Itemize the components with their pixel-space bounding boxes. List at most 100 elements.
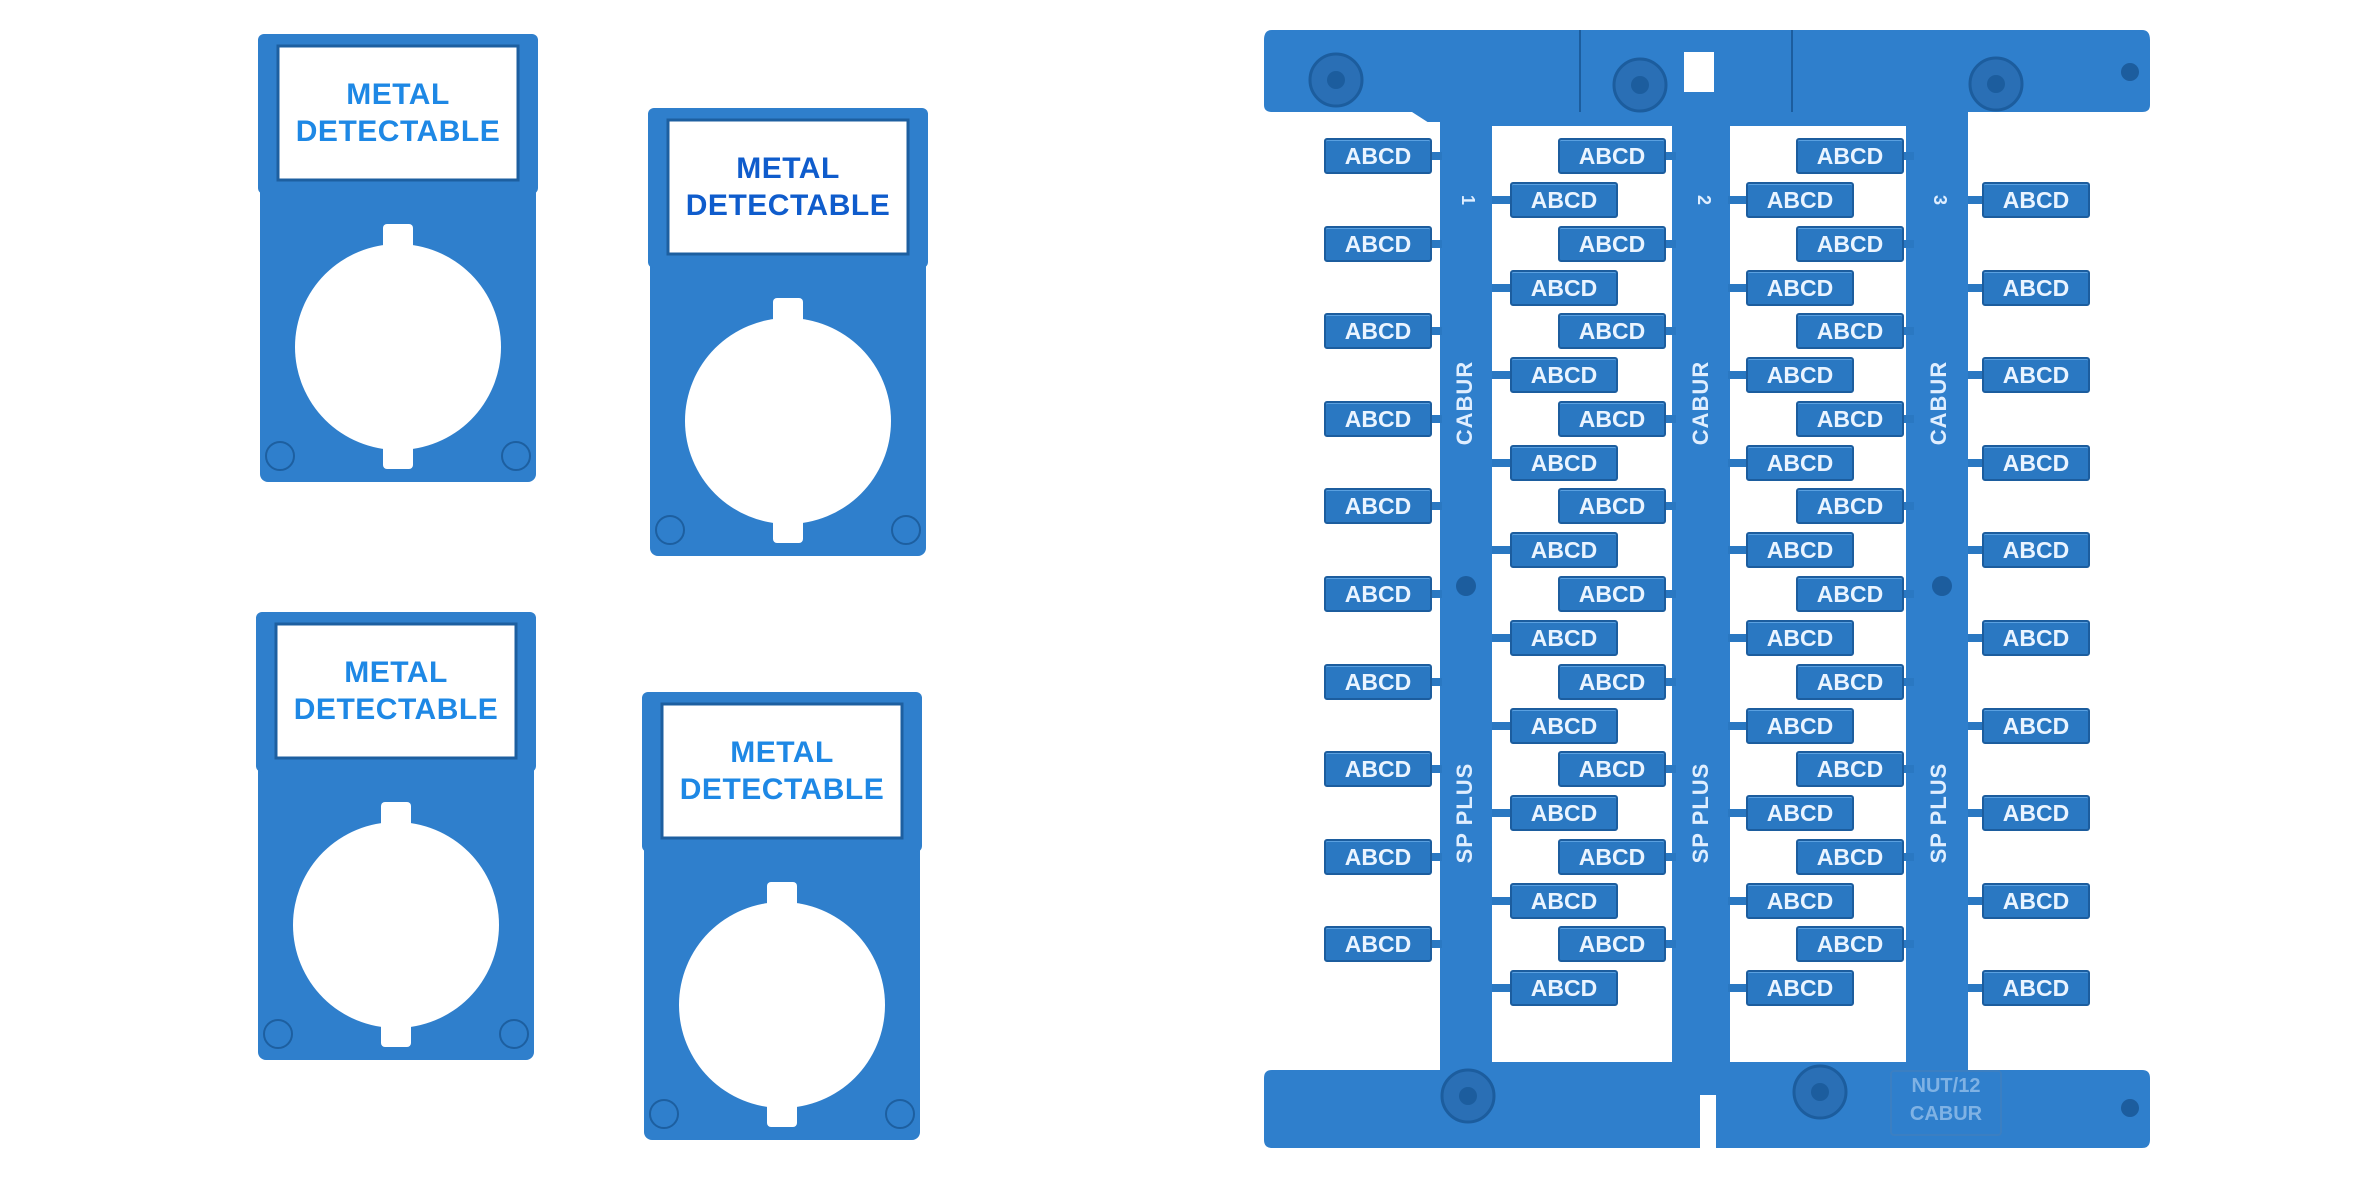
- marker-tag: ABCD: [1324, 751, 1432, 788]
- marker-tag: ABCD: [1796, 576, 1904, 612]
- marker-tag-stub: [1904, 327, 1914, 336]
- marker-tag: ABCD: [1324, 313, 1432, 350]
- legend-plate-1-line1: METAL: [346, 78, 450, 111]
- marker-tag-stub: [1968, 809, 1982, 818]
- column-number-3: 3: [1930, 194, 1950, 205]
- marker-tag: ABCD: [1796, 751, 1904, 788]
- marker-tag-stub: [1968, 283, 1982, 292]
- marker-tag-stub: [1904, 765, 1914, 774]
- marker-tag: ABCD: [1324, 926, 1432, 963]
- marker-tag-stub: [1728, 809, 1746, 818]
- marker-tag: ABCD: [1746, 182, 1854, 218]
- rib-3-series: SP PLUS: [1926, 762, 1951, 864]
- marker-tag-stub: [1432, 152, 1442, 160]
- marker-tag-stub: [1904, 590, 1914, 598]
- marker-tag-stub: [1492, 546, 1510, 555]
- marker-tag: ABCD: [1324, 576, 1432, 612]
- marker-tag: ABCD: [1558, 488, 1666, 525]
- marker-tag: ABCD: [1796, 138, 1904, 174]
- marker-tag: ABCD: [1796, 313, 1904, 350]
- marker-tag-stub: [1666, 414, 1676, 423]
- marker-tag-stub: [1432, 852, 1442, 861]
- marker-tag-stub: [1904, 414, 1914, 423]
- marker-strip: CABUR SP PLUS CABUR SP PLUS CABUR SP PLU…: [1262, 30, 2152, 1155]
- marker-tag: ABCD: [1510, 620, 1618, 656]
- marker-tag-stub: [1904, 677, 1914, 686]
- marker-tag: ABCD: [1324, 663, 1432, 700]
- marker-tag: ABCD: [1746, 882, 1854, 919]
- legend-plate-1-shape: [258, 34, 538, 482]
- marker-tag-stub: [1666, 152, 1676, 160]
- marker-tag: ABCD: [1982, 357, 2090, 394]
- marker-tag: ABCD: [1558, 225, 1666, 262]
- marker-tag: ABCD: [1796, 663, 1904, 700]
- marker-tag: ABCD: [1510, 970, 1618, 1007]
- marker-tag-stub: [1968, 458, 1982, 467]
- legend-plate-1-line2: DETECTABLE: [295, 115, 501, 148]
- marker-tag: ABCD: [1796, 838, 1904, 875]
- legend-plate-4-line2: DETECTABLE: [679, 773, 885, 806]
- marker-tag: ABCD: [1796, 926, 1904, 963]
- marker-tag: ABCD: [1982, 707, 2090, 744]
- marker-tag: ABCD: [1982, 795, 2090, 832]
- marker-tag-stub: [1968, 371, 1982, 380]
- marker-tag-stub: [1666, 239, 1676, 248]
- marker-tag: ABCD: [1746, 970, 1854, 1007]
- marker-tag-stub: [1432, 590, 1442, 598]
- marker-tag: ABCD: [1982, 620, 2090, 656]
- marker-tag: ABCD: [1982, 882, 2090, 919]
- column-number-1: 1: [1458, 194, 1478, 205]
- marker-tag-stub: [1728, 458, 1746, 467]
- strip-emboss-mark: NUT/12 CABUR: [1890, 1070, 2002, 1136]
- marker-tag: ABCD: [1558, 400, 1666, 437]
- marker-tag: ABCD: [1510, 795, 1618, 832]
- marker-tag-stub: [1904, 152, 1914, 160]
- column-number-2: 2: [1694, 194, 1714, 205]
- marker-tag-stub: [1904, 852, 1914, 861]
- marker-tag: ABCD: [1510, 269, 1618, 306]
- marker-tag-stub: [1492, 371, 1510, 380]
- marker-tag: ABCD: [1746, 795, 1854, 832]
- marker-tag: ABCD: [1746, 269, 1854, 306]
- marker-tag-stub: [1968, 984, 1982, 993]
- marker-tag: ABCD: [1558, 576, 1666, 612]
- legend-plate-4-line1: METAL: [730, 736, 834, 769]
- marker-tag-stub: [1968, 546, 1982, 555]
- marker-tag-stub: [1432, 940, 1442, 949]
- legend-plate-4-shape: [642, 692, 922, 1140]
- marker-tag-stub: [1968, 896, 1982, 905]
- marker-tag: ABCD: [1324, 225, 1432, 262]
- marker-tag-stub: [1492, 283, 1510, 292]
- rib-2-brand: CABUR: [1688, 360, 1713, 446]
- marker-tag: ABCD: [1510, 357, 1618, 394]
- marker-tag-stub: [1492, 896, 1510, 905]
- marker-tag: ABCD: [1324, 138, 1432, 174]
- marker-tag-stub: [1904, 940, 1914, 949]
- marker-tag: ABCD: [1510, 707, 1618, 744]
- marker-tag-stub: [1432, 414, 1442, 423]
- marker-tag: ABCD: [1746, 620, 1854, 656]
- marker-tag-stub: [1492, 984, 1510, 993]
- legend-plate-2-label: METAL DETECTABLE: [668, 122, 908, 252]
- marker-tag: ABCD: [1324, 400, 1432, 437]
- marker-tag-stub: [1968, 634, 1982, 642]
- legend-plate-1-label: METAL DETECTABLE: [278, 48, 518, 178]
- legend-plate-3-label: METAL DETECTABLE: [276, 626, 516, 756]
- marker-tag-stub: [1728, 283, 1746, 292]
- rib-2-series: SP PLUS: [1688, 762, 1713, 864]
- marker-tag-stub: [1904, 239, 1914, 248]
- marker-tag: ABCD: [1558, 313, 1666, 350]
- marker-tag: ABCD: [1510, 444, 1618, 481]
- emboss-line1: NUT/12: [1911, 1075, 1981, 1097]
- marker-tag: ABCD: [1982, 444, 2090, 481]
- marker-tag: ABCD: [1796, 400, 1904, 437]
- marker-tag: ABCD: [1796, 488, 1904, 525]
- legend-plate-3-line2: DETECTABLE: [293, 693, 499, 726]
- marker-tag-stub: [1432, 502, 1442, 511]
- marker-tag: ABCD: [1746, 707, 1854, 744]
- legend-plate-3: METAL DETECTABLE: [256, 612, 536, 1062]
- marker-tag-stub: [1666, 765, 1676, 774]
- marker-tag-stub: [1728, 721, 1746, 730]
- marker-tag-stub: [1666, 590, 1676, 598]
- marker-tag-stub: [1492, 809, 1510, 818]
